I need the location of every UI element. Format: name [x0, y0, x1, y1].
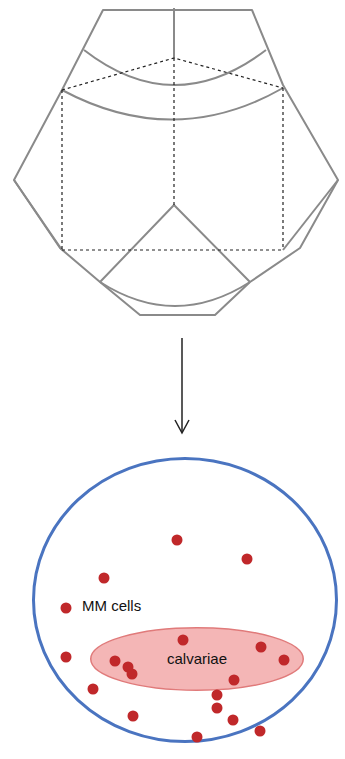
scaffold-hidden-edges: [62, 58, 283, 250]
cell-dot: [128, 711, 139, 722]
cell-dot: [212, 690, 223, 701]
cell-dot: [256, 642, 267, 653]
cell-dot: [127, 669, 138, 680]
cell-dot: [172, 535, 183, 546]
cell-dot: [99, 573, 110, 584]
down-arrow: [175, 338, 189, 433]
culture-dish-outline: [32, 457, 338, 743]
calvariae-ellipse: calvariae: [90, 627, 304, 691]
cell-dot: [279, 655, 290, 666]
calvariae-ellipse-shape: [91, 628, 304, 691]
cell-dot: [61, 603, 72, 614]
cell-dot: [88, 684, 99, 695]
cell-dot: [212, 703, 223, 714]
cell-dot: [229, 675, 240, 686]
culture-dish: MM cells calvariae: [32, 457, 338, 743]
cell-dot: [255, 726, 266, 737]
cell-dot: [178, 635, 189, 646]
culture-dish-shape: [34, 459, 337, 742]
cell-dot: [110, 656, 121, 667]
node-label: calvariae: [167, 650, 227, 668]
cell-dot: [61, 652, 72, 663]
cell-dot: [242, 554, 253, 565]
scaffold-wireframe: [14, 8, 338, 315]
node-label: MM cells: [82, 597, 141, 615]
cell-dot: [192, 732, 203, 743]
cell-dot: [228, 715, 239, 726]
